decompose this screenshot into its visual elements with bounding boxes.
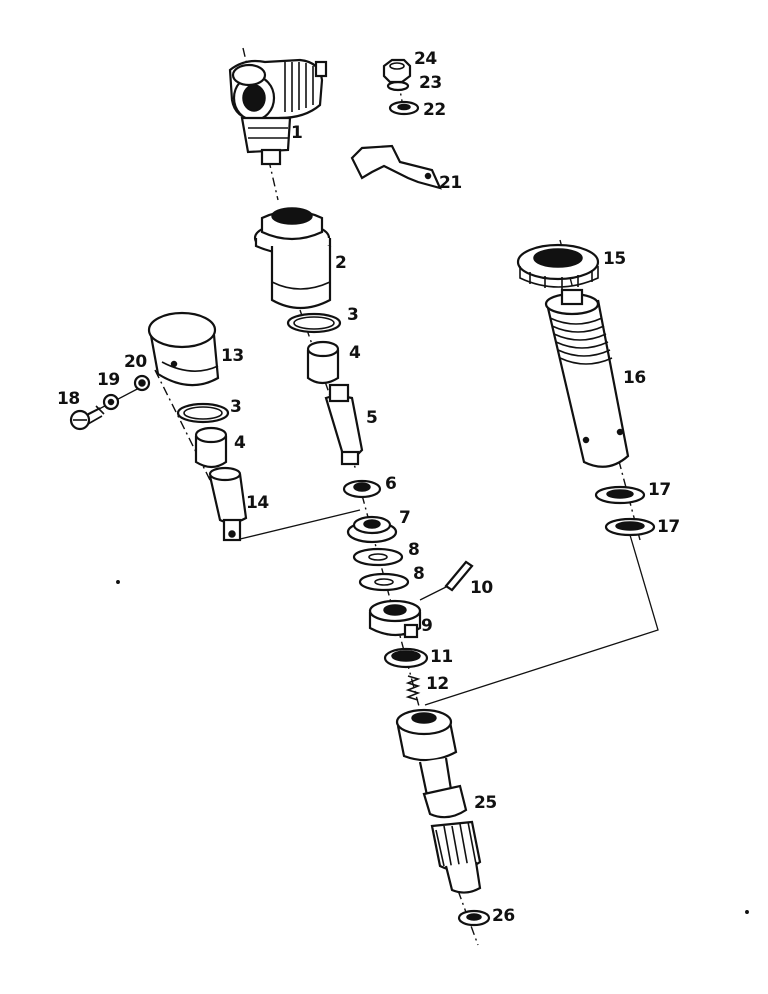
part-24-nut <box>382 58 412 84</box>
part-12-spring <box>405 675 421 701</box>
label-6: 6 <box>385 474 396 494</box>
part-20-nut <box>133 374 151 392</box>
part-13-cap <box>147 311 220 387</box>
part-17-washer-a <box>594 485 646 505</box>
part-10-pin <box>444 560 474 592</box>
part-25-drive-gear-shaft <box>395 708 482 894</box>
label-15: 15 <box>603 249 626 269</box>
label-26: 26 <box>492 906 515 926</box>
label-10: 10 <box>470 578 493 598</box>
part-8-washer-b <box>358 572 410 592</box>
part-8-washer-a <box>352 547 404 567</box>
part-9-gear-bush <box>368 599 422 639</box>
label-4a: 4 <box>349 343 361 363</box>
label-7: 7 <box>399 508 410 528</box>
part-6-washer <box>342 479 382 499</box>
leader-lines <box>77 384 659 706</box>
label-19: 19 <box>97 370 120 390</box>
part-4-sleeve-b <box>194 426 228 469</box>
part-3-o-ring-a <box>286 312 342 334</box>
part-3-o-ring-b <box>176 402 230 424</box>
label-3b: 3 <box>230 397 241 417</box>
label-8a: 8 <box>408 540 419 560</box>
part-22-washer <box>388 100 420 116</box>
part-1-angle-housing <box>228 58 328 166</box>
label-16: 16 <box>623 368 646 388</box>
callout-labels: 1 2 3 3 4 4 5 6 7 8 8 9 10 11 12 13 14 1… <box>57 49 680 926</box>
part-19-washer <box>102 393 120 411</box>
label-8b: 8 <box>413 564 424 584</box>
label-12: 12 <box>426 674 449 694</box>
part-2-flange-bush <box>253 207 332 310</box>
part-16-threaded-tube <box>544 288 630 468</box>
label-21: 21 <box>439 173 462 193</box>
part-15-castle-nut <box>516 243 600 290</box>
label-18: 18 <box>57 389 80 409</box>
part-21-clip-bracket <box>350 144 442 190</box>
part-7-cap <box>346 515 398 544</box>
label-17b: 17 <box>657 517 680 537</box>
label-14: 14 <box>246 493 269 513</box>
part-11-spring-ring <box>383 647 429 669</box>
stray-dot <box>745 910 749 914</box>
part-26-washer <box>457 909 491 927</box>
label-22: 22 <box>423 100 446 120</box>
stray-dot <box>116 580 120 584</box>
label-24: 24 <box>414 49 437 69</box>
part-5-shaft <box>324 383 364 466</box>
label-17a: 17 <box>648 480 671 500</box>
label-23: 23 <box>419 73 442 93</box>
part-18-screw <box>69 405 105 431</box>
part-17-washer-b <box>604 517 656 537</box>
part-14-shaft <box>208 466 248 542</box>
part-4-sleeve-a <box>306 340 340 385</box>
label-9: 9 <box>421 616 432 636</box>
label-11: 11 <box>430 647 453 667</box>
label-20: 20 <box>124 352 147 372</box>
label-13: 13 <box>221 346 244 366</box>
label-3a: 3 <box>347 305 358 325</box>
label-5: 5 <box>366 408 377 428</box>
label-1: 1 <box>291 123 302 143</box>
label-2: 2 <box>335 253 346 273</box>
label-25: 25 <box>474 793 497 813</box>
label-4b: 4 <box>234 433 246 453</box>
part-23-lock-washer <box>386 80 410 92</box>
